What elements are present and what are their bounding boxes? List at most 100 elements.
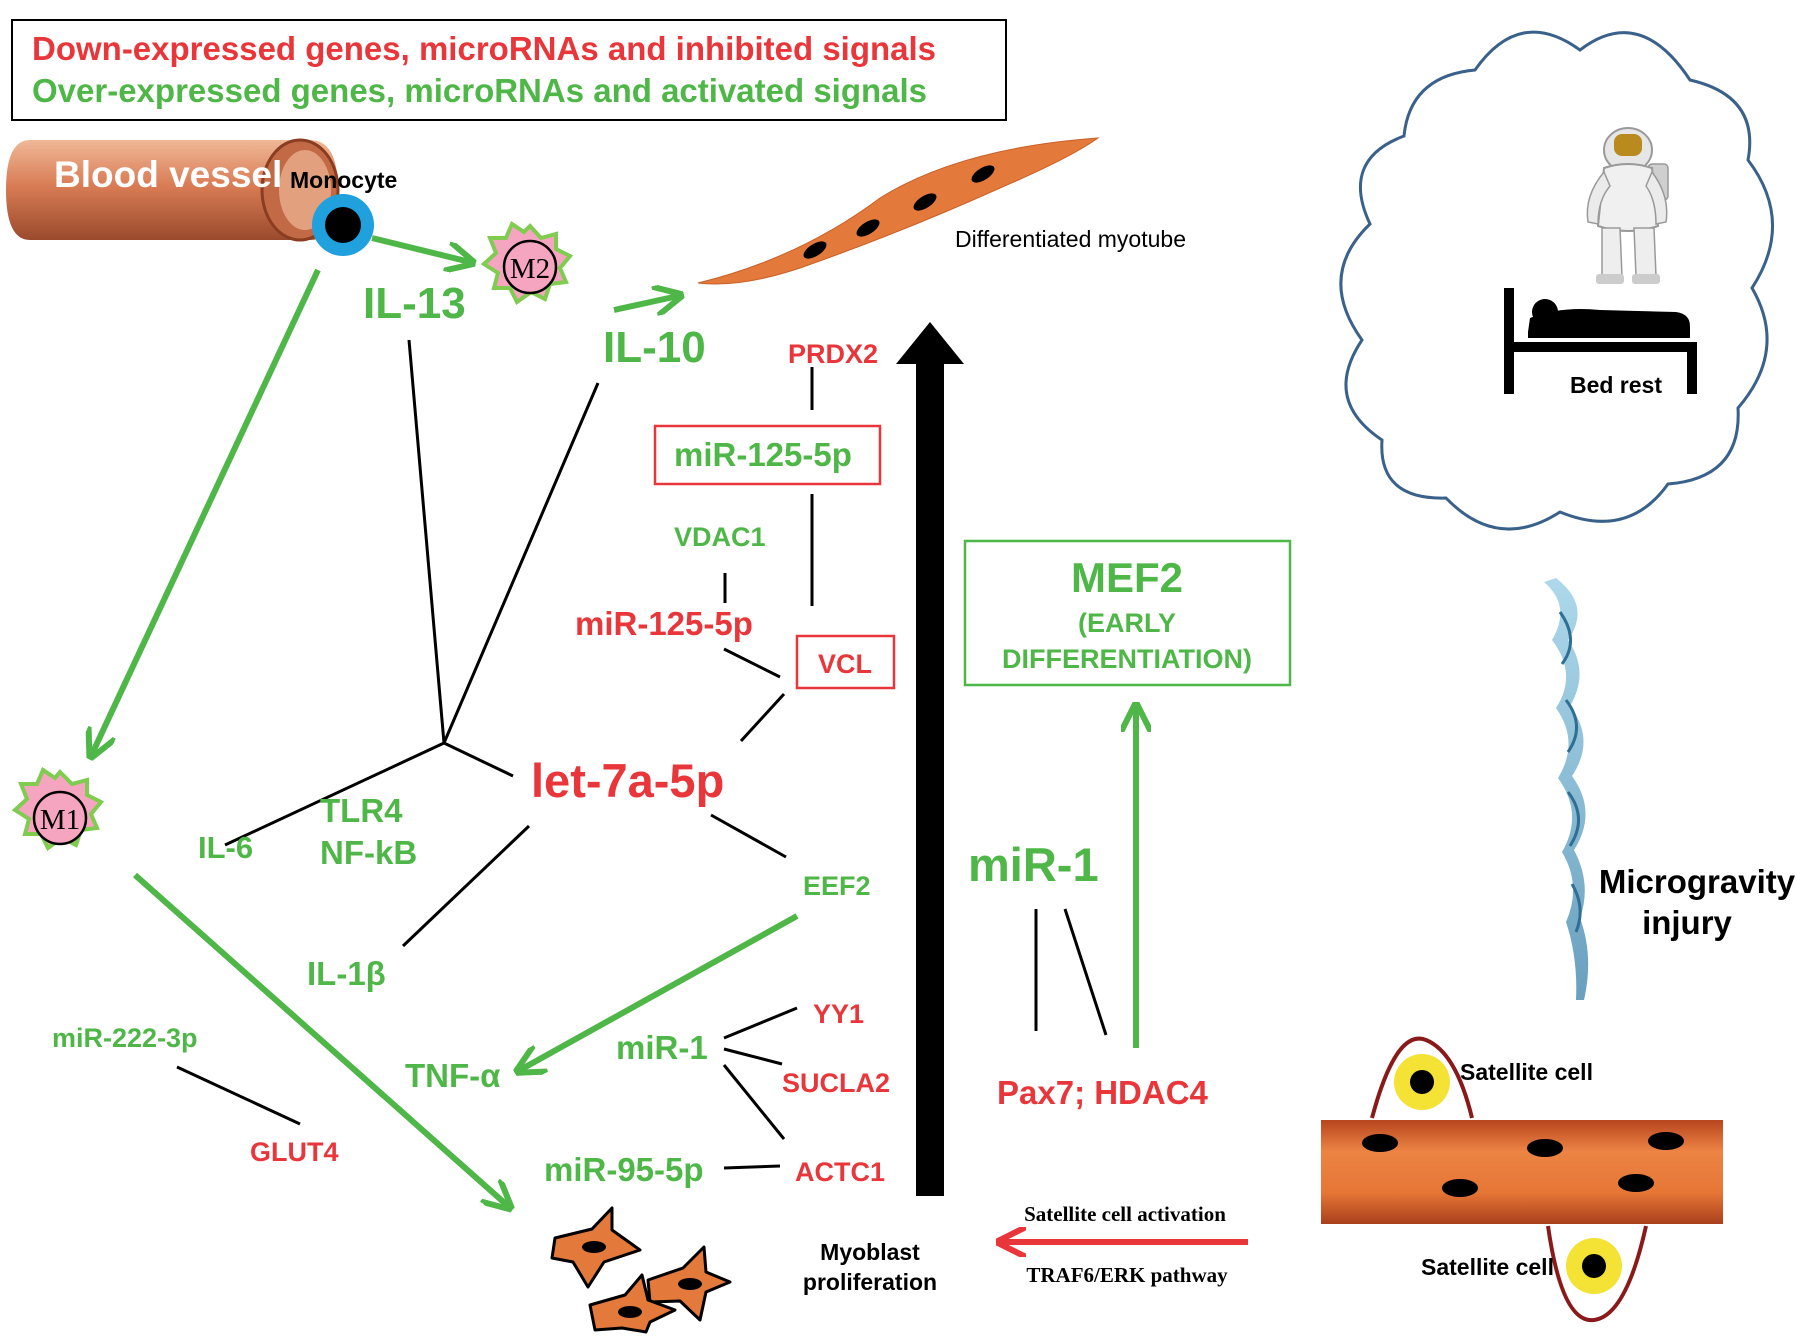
fiber-nucleus: [1648, 1132, 1684, 1150]
fiber-nucleus: [1362, 1134, 1398, 1152]
eef2-label: EEF2: [803, 871, 871, 901]
big-arrow-head: [896, 322, 964, 364]
big-black-arrow: [896, 322, 964, 1196]
astronaut-boot-right: [1632, 274, 1660, 284]
smoke-plume-icon: [1544, 578, 1589, 1000]
mir1-small-label: miR-1: [616, 1029, 708, 1066]
cloud-icon: [1339, 30, 1775, 531]
microgravity-label-line2: injury: [1642, 904, 1732, 941]
mir222-label: miR-222-3p: [52, 1023, 198, 1053]
traf6-erk-label: TRAF6/ERK pathway: [1026, 1263, 1228, 1287]
satellite-membrane-bottom: [1546, 1225, 1648, 1323]
mef2-box: [963, 539, 1292, 687]
line-let7a-to-vcl: [739, 692, 786, 743]
astronaut-visor: [1614, 134, 1642, 156]
bed-rest-label: Bed rest: [1570, 372, 1662, 398]
il13-label: IL-13: [363, 279, 466, 328]
vcl-label: VCL: [818, 649, 872, 679]
fiber-nucleus: [1442, 1179, 1478, 1197]
myotube-shape: [697, 137, 1100, 285]
satellite-cell-bottom: Satellite cell: [1421, 1225, 1648, 1323]
yy1-label: YY1: [813, 999, 864, 1029]
mir125-red-label: miR-125-5p: [575, 605, 753, 642]
bed-frame: [1504, 342, 1697, 352]
myoblast-nucleus: [582, 1241, 606, 1253]
m1-macrophage: M1: [11, 767, 105, 851]
bed-person-body: [1528, 309, 1690, 338]
line-let7a-to-eef2: [710, 813, 787, 859]
satellite-membrane-top: [1370, 1036, 1474, 1119]
differentiated-myotube: Differentiated myotube: [697, 137, 1186, 285]
astronaut-torso: [1596, 163, 1660, 232]
astronaut-arm-right: [1645, 170, 1668, 225]
mef2-sub-label-2: DIFFERENTIATION): [1002, 644, 1252, 674]
m1-label: M1: [40, 804, 80, 836]
line-let7a-to-il1b: [401, 824, 531, 948]
microgravity-label-line1: Microgravity: [1599, 863, 1796, 900]
tnfa-label: TNF-α: [405, 1057, 500, 1094]
pax7-hdac4-label: Pax7; HDAC4: [997, 1074, 1209, 1111]
legend-box: [11, 19, 1007, 121]
vcl-box: [795, 634, 896, 690]
legend: Down-expressed genes, microRNAs and inhi…: [11, 19, 1007, 121]
satellite-cell-top: Satellite cell: [1370, 1036, 1593, 1119]
bed-headboard: [1504, 288, 1514, 394]
interaction-lines: [176, 339, 1108, 1170]
satellite-cell-label-top: Satellite cell: [1460, 1059, 1593, 1085]
myoblast-label-line2: proliferation: [803, 1269, 937, 1295]
line-il13-to-node: [407, 339, 446, 744]
satellite-nucleus-bottom: [1582, 1254, 1606, 1278]
cloud-outline: [1339, 30, 1775, 531]
let7a-label: let-7a-5p: [531, 754, 724, 807]
fiber-nucleus: [1618, 1174, 1654, 1192]
mir1-big-label: miR-1: [968, 838, 1099, 891]
activation-arrows: [92, 235, 1136, 1206]
blood-vessel-label: Blood vessel: [54, 154, 282, 195]
m2-nucleus: [502, 239, 558, 295]
satellite-cell-label-bottom: Satellite cell: [1421, 1254, 1554, 1280]
mef2-label: MEF2: [1071, 554, 1183, 601]
fiber-nucleus: [1527, 1139, 1563, 1157]
plume-swirls: [1558, 611, 1582, 933]
il1b-label: IL-1β: [307, 955, 386, 992]
line-mir1-to-hdac4: [1063, 908, 1108, 1036]
line-mir1-to-actc1: [722, 1064, 786, 1140]
myotube-nucleus: [803, 241, 827, 259]
line-mir1-to-sucla2: [723, 1047, 783, 1066]
myoblast-cell: [588, 1273, 677, 1334]
arrow-m1-to-myoblast: [133, 872, 508, 1206]
blood-vessel: Blood vessel: [6, 138, 340, 242]
mir125-box: [653, 424, 882, 486]
myoblast-cells: [550, 1206, 732, 1334]
monocyte-nucleus: [325, 207, 361, 243]
sucla2-label: SUCLA2: [782, 1068, 890, 1098]
mir95-label: miR-95-5p: [544, 1151, 704, 1188]
myotube-nucleus: [913, 193, 937, 211]
astronaut-boot-left: [1596, 274, 1624, 284]
legend-down-text: Down-expressed genes, microRNAs and inhi…: [32, 30, 936, 67]
tlr4-label: TLR4: [320, 792, 403, 829]
arrow-m2-to-myotube: [613, 296, 678, 310]
satellite-nucleus-top: [1410, 1070, 1434, 1094]
line-il10-to-node: [442, 382, 600, 744]
line-mir125-to-vcl: [723, 647, 781, 679]
myoblast-label-line1: Myoblast: [820, 1239, 920, 1265]
mef2-sub-label-1: (EARLY: [1078, 608, 1176, 638]
prdx2-label: PRDX2: [788, 339, 878, 369]
il6-label: IL-6: [198, 830, 253, 865]
m1-nucleus: [32, 790, 88, 846]
vdac1-label: VDAC1: [674, 522, 766, 552]
line-node-to-il6: [224, 741, 445, 847]
myoblast-nucleus: [678, 1278, 702, 1290]
monocyte-label: Monocyte: [290, 167, 397, 193]
line-node-to-let7a: [443, 741, 514, 778]
actc1-label: ACTC1: [795, 1157, 885, 1187]
arrow-eef2-to-tnfa: [520, 913, 799, 1070]
line-mir95-to-actc1: [723, 1164, 781, 1170]
satellite-activation-label: Satellite cell activation: [1024, 1202, 1226, 1226]
myotube-nucleus: [856, 219, 880, 237]
m2-macrophage: M2: [480, 221, 574, 305]
line-mir1-to-yy1: [723, 1006, 798, 1040]
bed-icon: Bed rest: [1504, 288, 1697, 398]
